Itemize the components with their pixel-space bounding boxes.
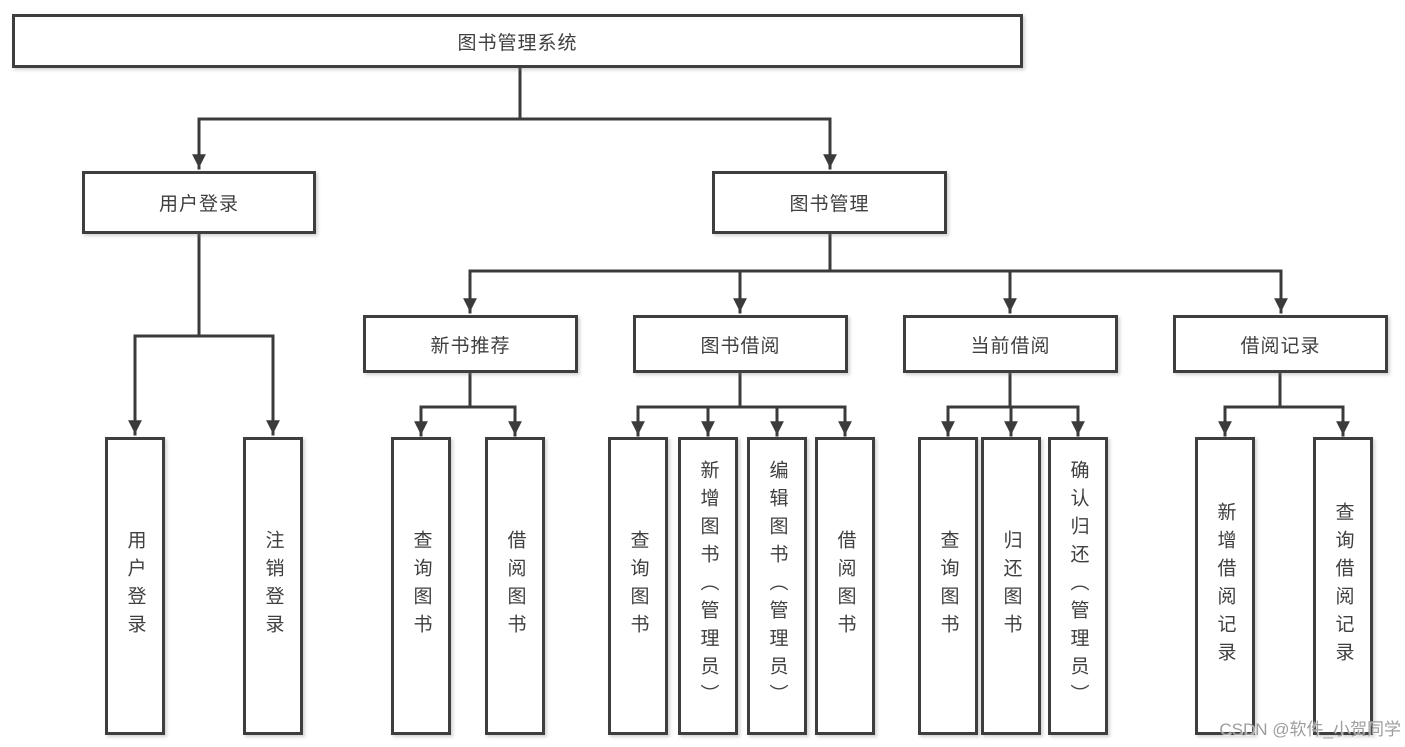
node-book-management: 图书管理 xyxy=(712,171,947,234)
leaf-logout-label: 注销登录 xyxy=(262,530,284,642)
node-user-login-label: 用户登录 xyxy=(158,194,239,215)
leaf-add-borrow-record-label: 新增借阅记录 xyxy=(1214,502,1236,670)
leaf-confirm-return-admin-label: 确认归还（管理员） xyxy=(1067,460,1089,712)
csdn-watermark: CSDN @软件_小贺同学 xyxy=(1219,720,1401,739)
node-new-book-recommend-label: 新书推荐 xyxy=(430,335,511,357)
leaf-return-books: 归还图书 xyxy=(981,437,1041,735)
node-user-login: 用户登录 xyxy=(82,171,316,234)
leaf-query-borrow-record: 查询借阅记录 xyxy=(1313,437,1373,735)
leaf-query-books-1-label: 查询图书 xyxy=(410,530,432,642)
node-book-borrow: 图书借阅 xyxy=(633,315,848,373)
leaf-borrow-books-2: 借阅图书 xyxy=(815,437,875,735)
leaf-add-books-admin: 新增图书（管理员） xyxy=(678,437,738,735)
leaf-return-books-label: 归还图书 xyxy=(1000,530,1022,642)
leaf-query-books-3-label: 查询图书 xyxy=(937,530,959,642)
node-root-label: 图书管理系统 xyxy=(457,32,578,54)
node-new-book-recommend: 新书推荐 xyxy=(363,315,578,373)
node-borrow-records: 借阅记录 xyxy=(1173,315,1388,373)
leaf-query-borrow-record-label: 查询借阅记录 xyxy=(1332,502,1354,670)
node-root-system: 图书管理系统 xyxy=(12,14,1023,68)
leaf-logout: 注销登录 xyxy=(243,437,303,735)
leaf-user-login-label: 用户登录 xyxy=(124,530,146,642)
leaf-edit-books-admin: 编辑图书（管理员） xyxy=(747,437,807,735)
leaf-add-books-admin-label: 新增图书（管理员） xyxy=(697,460,719,712)
node-book-management-label: 图书管理 xyxy=(789,194,870,215)
node-current-borrow-label: 当前借阅 xyxy=(970,335,1051,357)
leaf-query-books-2: 查询图书 xyxy=(608,437,668,735)
leaf-edit-books-admin-label: 编辑图书（管理员） xyxy=(766,460,788,712)
leaf-query-books-1: 查询图书 xyxy=(391,437,451,735)
leaf-borrow-books-2-label: 借阅图书 xyxy=(834,530,856,642)
leaf-confirm-return-admin: 确认归还（管理员） xyxy=(1048,437,1108,735)
node-current-borrow: 当前借阅 xyxy=(903,315,1118,373)
leaf-query-books-2-label: 查询图书 xyxy=(627,530,649,642)
node-borrow-records-label: 借阅记录 xyxy=(1240,335,1321,357)
node-book-borrow-label: 图书借阅 xyxy=(700,335,781,357)
leaf-borrow-books-1: 借阅图书 xyxy=(485,437,545,735)
leaf-add-borrow-record: 新增借阅记录 xyxy=(1195,437,1255,735)
leaf-borrow-books-1-label: 借阅图书 xyxy=(504,530,526,642)
leaf-query-books-3: 查询图书 xyxy=(918,437,978,735)
leaf-user-login: 用户登录 xyxy=(105,437,165,735)
